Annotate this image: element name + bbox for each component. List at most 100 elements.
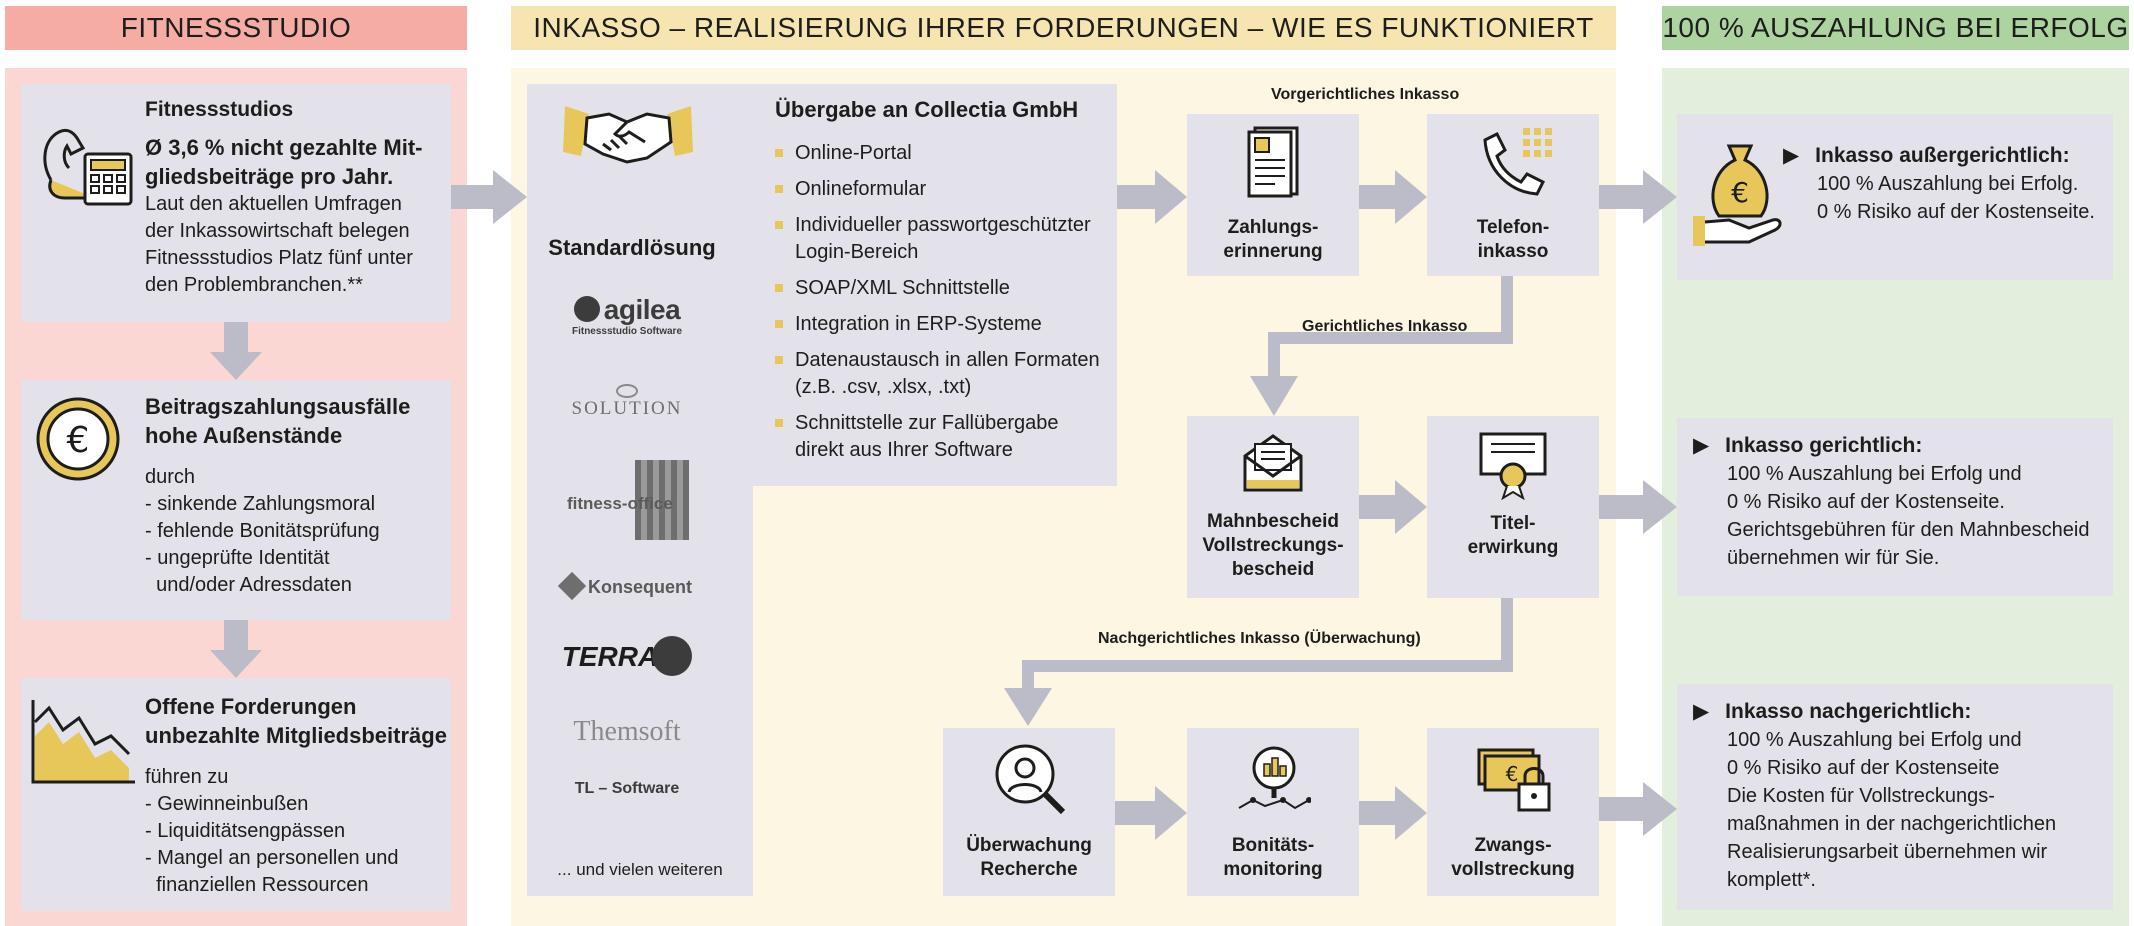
money-bag-hand-icon: € xyxy=(1689,140,1785,250)
partner-solution-name: SOLUTION xyxy=(571,398,683,419)
standard-solution-label: Standardlösung xyxy=(548,235,716,260)
elbow-arrow-icon xyxy=(1004,598,1516,726)
label-post-court-collection: Nachgerichtliches Inkasso (Überwachung) xyxy=(1098,630,1421,647)
result-post-court-line: maßnahmen in der nachgerichtlichen xyxy=(1727,813,2057,835)
play-triangle-icon: ▶ xyxy=(1693,700,1710,723)
header-fitnessstudio-label: FITNESSSTUDIO xyxy=(120,12,352,43)
payment-box-item: - ungeprüfte Identität xyxy=(145,547,330,569)
credit-search-icon xyxy=(1237,742,1312,814)
partner-fitness-office-name: fitness-office xyxy=(567,494,673,513)
fitness-box-body-line: Fitnessstudios Platz fünf unter xyxy=(145,247,413,269)
konsequent-k-icon xyxy=(557,571,587,601)
partner-agilea-tagline: Fitnessstudio Software xyxy=(571,326,682,337)
partner-konsequent-name: Konsequent xyxy=(587,577,692,597)
fitness-box-subtitle-line: Ø 3,6 % nicht gezahlte Mit- xyxy=(145,135,423,160)
handshake-icon xyxy=(563,102,693,168)
result-post-court-line: Die Kosten für Vollstreckungs- xyxy=(1727,785,1995,807)
arrow-right-icon xyxy=(1599,480,1677,534)
result-out-of-court-line: 0 % Risiko auf der Kostenseite. xyxy=(1817,201,2095,223)
step-title-obtainment-label: erwirkung xyxy=(1467,537,1559,558)
result-post-court-line: komplett*. xyxy=(1727,869,1816,891)
partner-terra-name: TERRA xyxy=(561,641,659,672)
fitness-problem-box: Fitnessstudios Ø 3,6 % nicht gezahlte Mi… xyxy=(21,84,451,322)
step-dunning-notice: Mahnbescheid Vollstreckungs- bescheid xyxy=(1187,416,1359,598)
play-triangle-icon: ▶ xyxy=(1693,434,1710,457)
arrow-right-icon xyxy=(1359,786,1427,840)
payment-box-title-line: Beitragszahlungsausfälle xyxy=(145,394,411,419)
result-post-court-line: 100 % Auszahlung bei Erfolg und xyxy=(1727,729,2022,751)
svg-text:€: € xyxy=(67,420,90,461)
partner-logo-tl-software: TL – Software xyxy=(547,780,707,798)
step-enforcement-label: vollstreckung xyxy=(1451,859,1575,880)
step-credit-monitoring: Bonitäts- monitoring xyxy=(1187,728,1359,896)
step-enforcement-label: Zwangs- xyxy=(1474,835,1552,856)
document-icon xyxy=(1245,126,1301,198)
globe-icon xyxy=(652,636,693,676)
step-monitoring-research: Überwachung Recherche xyxy=(943,728,1115,896)
money-lock-icon: € xyxy=(1475,744,1555,814)
handover-item: Onlineformular xyxy=(775,176,1105,203)
payment-box-item: - sinkende Zahlungsmoral xyxy=(145,493,376,515)
payment-box-intro: durch xyxy=(145,466,196,488)
step-credit-monitoring-label: Bonitäts- xyxy=(1231,835,1315,856)
fitness-box-title: Fitnessstudios xyxy=(145,98,294,121)
result-post-court-title: ▶Inkasso nachgerichtlich: xyxy=(1693,700,1972,723)
elbow-arrow-icon xyxy=(1250,276,1516,416)
header-inkasso-label: INKASSO – REALISIERUNG IHRER FORDERUNGEN… xyxy=(533,12,1594,43)
muscle-calculator-icon xyxy=(33,118,143,208)
partner-logo-agilea: agilea Fitnessstudio Software xyxy=(547,294,707,337)
step-enforcement: € Zwangs- vollstreckung xyxy=(1427,728,1599,896)
label-court-collection: Gerichtliches Inkasso xyxy=(1302,318,1468,335)
result-post-court-line: Realisierungsarbeit übernehmen wir xyxy=(1727,841,2048,863)
fitness-box-body-line: den Problembranchen.** xyxy=(145,274,363,296)
step-dunning-notice-label: Mahnbescheid xyxy=(1207,511,1339,532)
envelope-icon xyxy=(1241,434,1305,492)
claims-box-item: - Mangel an personellen und xyxy=(145,847,399,869)
partner-logo-solution: SOLUTION xyxy=(547,384,707,420)
result-court-line: 100 % Auszahlung bei Erfolg und xyxy=(1727,463,2022,485)
result-out-of-court-title: ▶Inkasso außergerichtlich: xyxy=(1783,144,2070,167)
header-auszahlung-label: 100 % AUSZAHLUNG BEI ERFOLG xyxy=(1662,12,2129,43)
partner-logo-konsequent: Konsequent xyxy=(547,571,707,601)
payment-default-box: € Beitragszahlungsausfälle hohe Außenstä… xyxy=(21,380,451,620)
result-court-box: ▶Inkasso gerichtlich: 100 % Auszahlung b… xyxy=(1677,418,2113,596)
fitness-box-body-line: Laut den aktuellen Umfragen xyxy=(145,193,402,215)
person-magnifier-icon xyxy=(993,742,1067,815)
claims-box-title-line: unbezahlte Mitgliedsbeiträge xyxy=(145,723,447,748)
step-phone-collection-label: Telefon- xyxy=(1476,217,1550,238)
svg-text:€: € xyxy=(1506,762,1519,786)
payment-box-title-line: hohe Außenstände xyxy=(145,423,343,448)
step-phone-collection: Telefon- inkasso xyxy=(1427,114,1599,276)
payment-box-item: und/oder Adressdaten xyxy=(145,574,352,596)
header-inkasso: INKASSO – REALISIERUNG IHRER FORDERUNGEN… xyxy=(511,6,1616,50)
arrow-right-icon xyxy=(1359,480,1427,534)
arrow-right-icon xyxy=(1359,170,1427,224)
agilea-icon xyxy=(573,296,600,322)
result-post-court-box: ▶Inkasso nachgerichtlich: 100 % Auszahlu… xyxy=(1677,684,2113,910)
step-payment-reminder-label: erinnerung xyxy=(1223,241,1323,262)
partner-themsoft-name: Themsoft xyxy=(573,716,681,747)
open-claims-box: Offene Forderungen unbezahlte Mitgliedsb… xyxy=(21,678,451,911)
result-court-line: Gerichtsgebühren für den Mahnbescheid xyxy=(1727,519,2090,541)
result-court-title: ▶Inkasso gerichtlich: xyxy=(1693,434,1923,457)
handover-title: Übergabe an Collectia GmbH xyxy=(775,97,1079,122)
standard-solution-panel: Standardlösung agilea Fitnessstudio Soft… xyxy=(527,84,753,896)
result-court-line: 0 % Risiko auf der Kostenseite. xyxy=(1727,491,2005,513)
step-dunning-notice-label: bescheid xyxy=(1231,559,1315,580)
step-credit-monitoring-label: monitoring xyxy=(1223,859,1323,880)
arrow-right-icon xyxy=(1599,170,1677,224)
solution-swirl-icon xyxy=(616,384,638,398)
claims-box-item: finanziellen Ressourcen xyxy=(145,874,369,896)
step-payment-reminder-label: Zahlungs- xyxy=(1227,217,1319,238)
falling-chart-icon xyxy=(29,696,139,786)
step-payment-reminder: Zahlungs- erinnerung xyxy=(1187,114,1359,276)
euro-coin-icon: € xyxy=(33,394,123,484)
partner-agilea-name: agilea xyxy=(603,294,681,325)
phone-icon xyxy=(1475,126,1555,198)
result-post-court-line: 0 % Risiko auf der Kostenseite xyxy=(1727,757,2000,779)
label-pre-court-collection: Vorgerichtliches Inkasso xyxy=(1271,86,1460,103)
building-icon xyxy=(635,460,689,540)
arrow-right-icon xyxy=(1599,782,1677,836)
more-partners-label: ... und vielen weiteren xyxy=(557,860,723,879)
